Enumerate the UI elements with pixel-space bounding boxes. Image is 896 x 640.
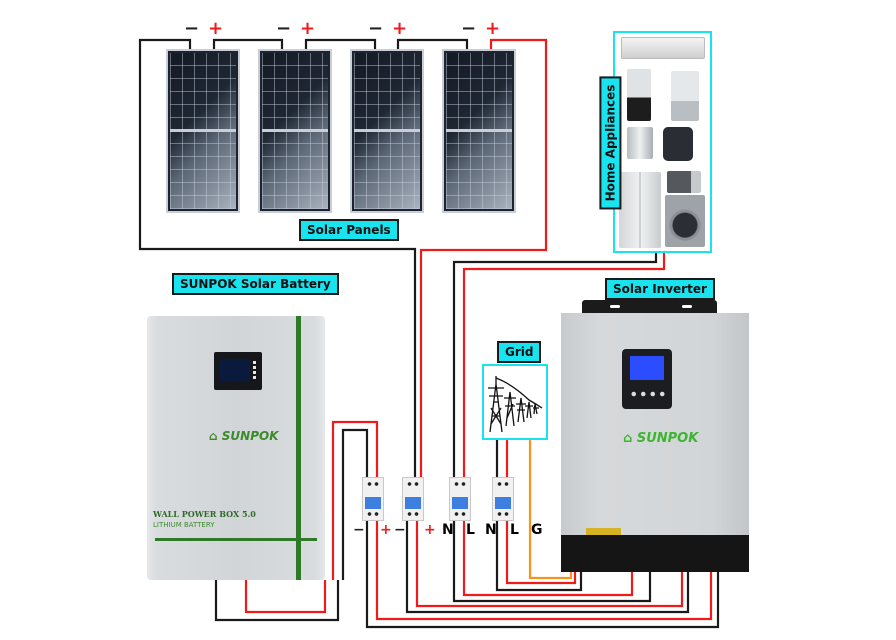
inverter-lcd [630, 356, 664, 380]
wire-load-neutral [452, 251, 658, 480]
wire-out [452, 520, 652, 603]
wire-panel-link [138, 38, 417, 480]
wire-grid-ground [528, 438, 573, 580]
terminal-label: N [485, 522, 497, 538]
panel-negative-sign: − [368, 18, 384, 39]
solar-inverter: ⌂ SUNPOK [561, 300, 749, 572]
terminal-label: + [380, 522, 392, 538]
panel-positive-sign: + [300, 18, 316, 39]
refrigerator-icon [619, 172, 661, 248]
wire-battery-neg [214, 580, 340, 622]
pv-breaker[interactable] [402, 477, 424, 521]
terminal-label: N [442, 522, 454, 538]
solar-panel [442, 49, 516, 213]
terminal-label: − [394, 522, 406, 538]
grid-breaker[interactable] [492, 477, 514, 521]
wire-battery-neg-in [341, 428, 369, 580]
warning-label [586, 528, 621, 535]
terminal-label: G [531, 522, 543, 538]
terminal-label: L [510, 522, 519, 538]
panel-negative-sign: − [461, 18, 477, 39]
wire-out [365, 520, 720, 629]
air-fryer-icon [663, 127, 693, 161]
grid-label: Grid [497, 341, 542, 363]
solar-panel [258, 49, 332, 213]
inverter-terminal-base [561, 535, 749, 572]
solar-panel [350, 49, 424, 213]
wire-battery-pos-in [331, 420, 379, 580]
grid-box [482, 364, 548, 440]
wire-battery-pos [244, 580, 327, 614]
panel-positive-sign: + [485, 18, 501, 39]
wire-panel-link [212, 38, 284, 49]
wire-out [415, 520, 684, 608]
battery-stripe [296, 316, 301, 580]
panel-negative-sign: − [276, 18, 292, 39]
battery-brand: SUNPOK [221, 429, 279, 443]
wire-out [405, 520, 690, 614]
solar-battery-label: SUNPOK Solar Battery [172, 273, 339, 295]
wire-pv-positive [419, 38, 548, 480]
solar-panels-label: Solar Panels [299, 219, 399, 241]
panel-positive-sign: + [392, 18, 408, 39]
battery-brand-logo: ⌂ SUNPOK [209, 429, 279, 443]
load-breaker[interactable] [449, 477, 471, 521]
wire-out [375, 520, 713, 621]
wire-out [505, 520, 577, 585]
inverter-brand-logo: ⌂ SUNPOK [623, 431, 699, 446]
solar-panel [166, 49, 240, 213]
panel-negative-sign: − [184, 18, 200, 39]
solar-inverter-label: Solar Inverter [605, 278, 715, 300]
inverter-control-panel[interactable] [622, 349, 672, 409]
panel-positive-sign: + [208, 18, 224, 39]
battery-display [214, 352, 262, 390]
toaster-oven-icon [667, 171, 701, 193]
terminal-label: L [466, 522, 475, 538]
mounting-bracket [582, 300, 717, 314]
wire-load-line [462, 251, 666, 480]
power-tower-icon [488, 376, 543, 433]
battery-breaker[interactable] [362, 477, 384, 521]
kettle-icon [627, 127, 653, 159]
terminal-label: − [353, 522, 365, 538]
washing-machine-icon [665, 195, 705, 247]
solar-battery: ⌂ SUNPOK WALL POWER BOX 5.0 LITHIUM BATT… [147, 316, 325, 580]
inverter-brand: SUNPOK [636, 431, 699, 446]
blender-icon [627, 69, 651, 121]
wire-panel-link [304, 38, 377, 49]
battery-model: WALL POWER BOX 5.0 [153, 509, 256, 519]
air-conditioner-icon [621, 37, 705, 59]
terminal-label: + [424, 522, 436, 538]
inverter-buttons[interactable] [629, 390, 667, 398]
food-processor-icon [671, 71, 699, 121]
home-appliances-label: Home Appliances [599, 76, 622, 210]
wire-panel-link [396, 38, 469, 49]
wire-out [495, 520, 583, 592]
home-appliances-box [613, 31, 712, 253]
battery-type: LITHIUM BATTERY [153, 521, 215, 529]
battery-stripe [155, 538, 317, 541]
wire-out [462, 520, 634, 597]
